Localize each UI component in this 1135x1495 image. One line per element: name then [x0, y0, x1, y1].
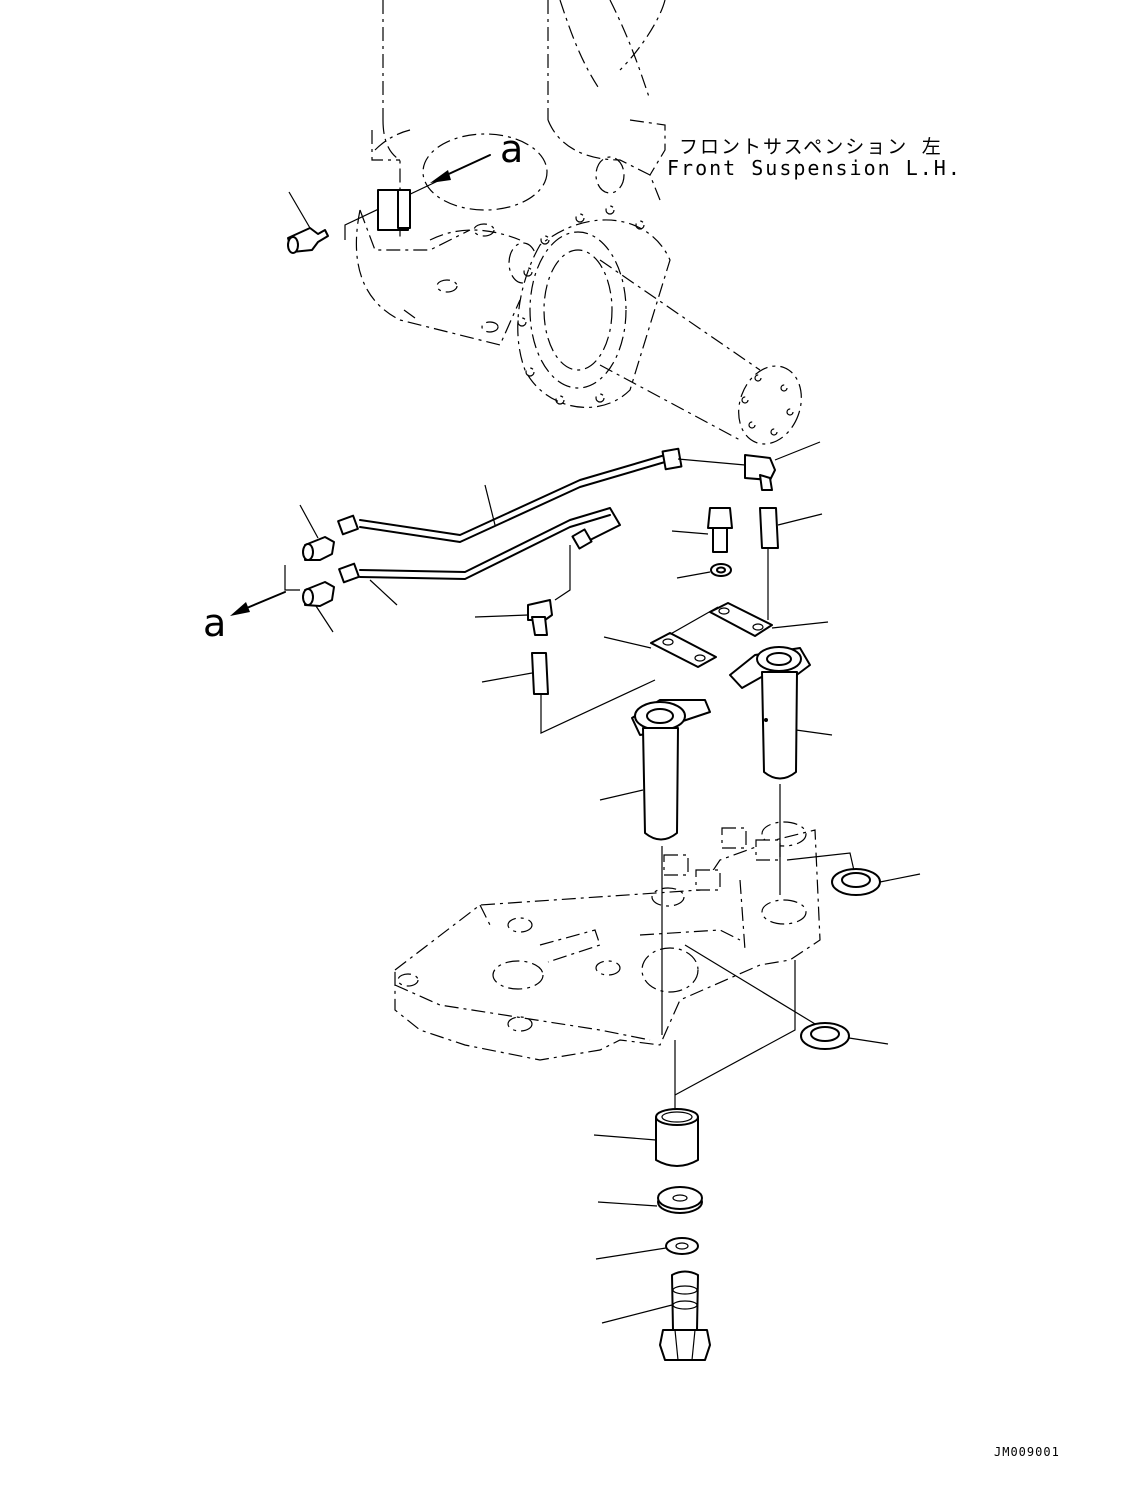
elbow-fitting-middle [474, 545, 571, 636]
callout-arrow-upper [344, 154, 491, 240]
assembly-center-lines [661, 784, 856, 1110]
bolt-lower [601, 1270, 711, 1361]
callout-arrow-lower [230, 591, 286, 616]
grease-fitting-upper [287, 191, 329, 254]
thrust-washer-lower [800, 1022, 889, 1050]
grease-fittings-left [284, 504, 335, 633]
grease-tube-lower [338, 507, 621, 606]
suspension-bracket [394, 821, 821, 1061]
pin-left [599, 699, 711, 841]
plate-right [659, 602, 829, 641]
axle-shaft [599, 259, 802, 445]
spacer-washer [597, 1186, 703, 1214]
extension-fitting-upper [759, 507, 823, 620]
bushing [593, 1108, 699, 1167]
bolt-upper [671, 507, 733, 553]
elbow-fitting-right [677, 441, 821, 491]
pin-right [729, 646, 833, 780]
washer-small-upper [676, 563, 732, 579]
caption-english: Front Suspension L.H. [667, 156, 962, 180]
front-suspension-housing [355, 0, 666, 346]
callout-label-lower: a [203, 601, 227, 645]
thrust-washer-upper [831, 868, 921, 896]
axle-flange [517, 205, 671, 408]
plate-left [603, 632, 717, 668]
extension-fitting-left [481, 652, 656, 734]
drawing-code: JM009001 [994, 1445, 1060, 1459]
grease-tube-upper [337, 447, 683, 543]
callout-label-upper: a [500, 127, 524, 171]
caption-japanese: フロントサスペンション 左 [679, 136, 943, 158]
washer-small-lower [595, 1237, 699, 1260]
